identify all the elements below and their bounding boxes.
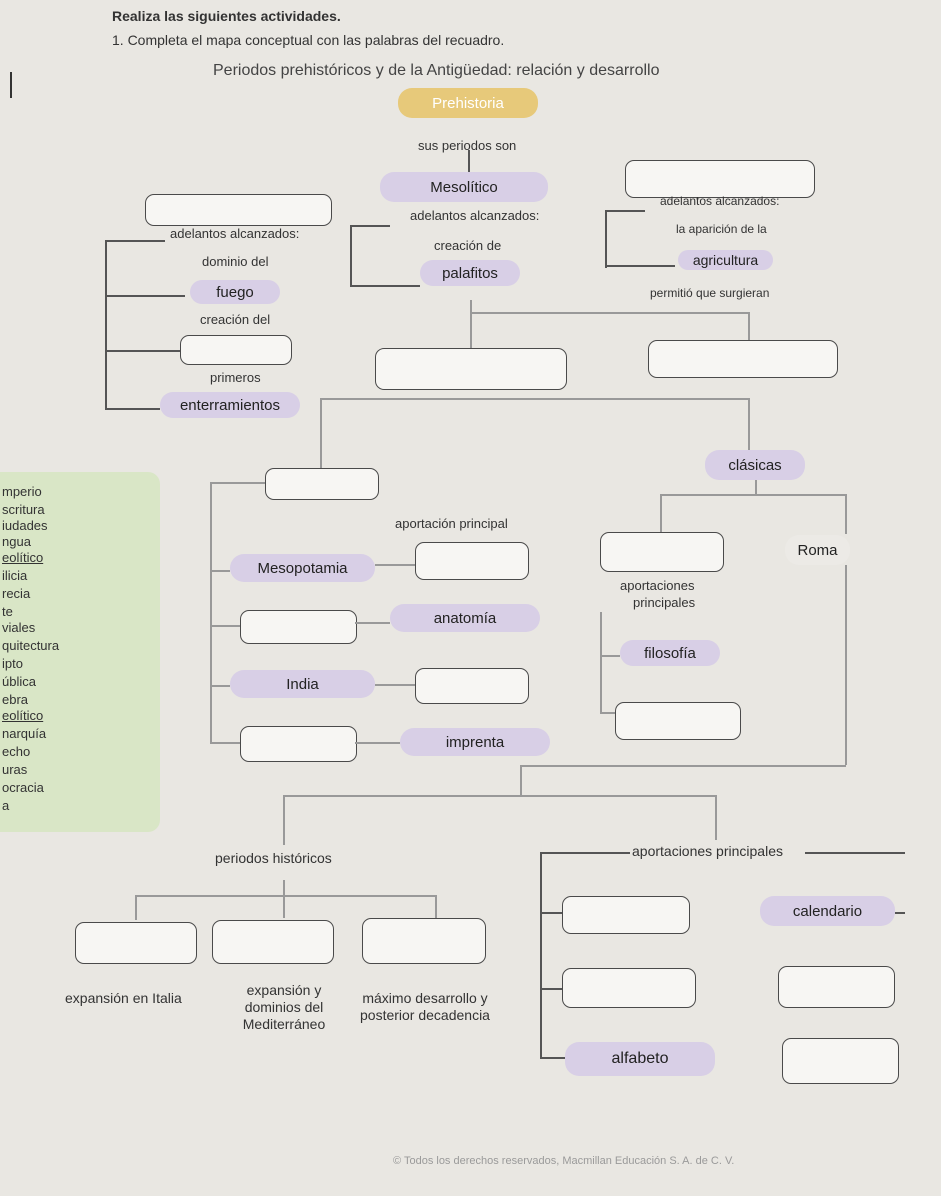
left-item: creación del [200, 312, 271, 327]
imprenta-node: imprenta [400, 728, 550, 756]
anatomia-node: anatomía [390, 604, 540, 632]
blank-china[interactable] [240, 726, 357, 762]
aportaciones-label: aportaciones [620, 578, 695, 593]
word-bank-item: narquía [2, 726, 47, 741]
word-bank-item: mperio [2, 484, 42, 499]
periodo-desc-1: expansión en Italia [65, 990, 182, 1006]
filosofia-node: filosofía [620, 640, 720, 666]
aportacion-label: aportación principal [395, 516, 508, 531]
word-bank-item: ebra [2, 692, 29, 707]
word-bank-item: eolítico [2, 550, 44, 565]
word-bank-item: scritura [2, 502, 45, 517]
mesopotamia-node: Mesopotamia [230, 554, 375, 582]
periodo-desc-2-text: expansión y dominios del Mediterráneo [242, 982, 326, 1032]
clasicas-node: clásicas [705, 450, 805, 480]
center-item: creación de [434, 238, 502, 253]
right-item: permitió que surgieran [650, 286, 770, 300]
right-heading: adelantos alcanzados: [660, 194, 780, 208]
principales-label: principales [633, 595, 696, 610]
blank-grecia[interactable] [600, 532, 724, 572]
alfabeto-node: alfabeto [565, 1042, 715, 1076]
margin-bar [10, 72, 12, 98]
center-heading: adelantos alcanzados: [410, 208, 540, 223]
word-bank-item: eolítico [2, 708, 44, 723]
word-bank: mperio scritura iudades ngua eolítico il… [0, 472, 160, 832]
india-node: India [230, 670, 375, 698]
connector-label: sus periodos son [418, 138, 517, 153]
agricultura-node: agricultura [678, 250, 773, 270]
word-bank-item: ilicia [2, 568, 28, 583]
enterramientos-node: enterramientos [160, 392, 300, 418]
blank-period-right[interactable] [625, 160, 815, 198]
blank-ciudades-right[interactable] [648, 340, 838, 378]
word-bank-item: quitectura [2, 638, 60, 653]
copyright: © Todos los derechos reservados, Macmill… [393, 1155, 735, 1167]
fuego-node: fuego [190, 280, 280, 304]
periodo-desc-2: expansión y dominios del Mediterráneo [228, 982, 340, 1033]
blank-india-aportacion[interactable] [415, 668, 529, 704]
roma-node: Roma [785, 535, 850, 565]
blank-roma-periodo-3[interactable] [362, 918, 486, 964]
blank-roma-periodo-1[interactable] [75, 922, 197, 964]
word-bank-item: iudades [2, 518, 48, 533]
blank-roma-aportacion-4[interactable] [782, 1038, 899, 1084]
blank-mesopotamia-aportacion[interactable] [415, 542, 529, 580]
blank-roma-aportacion-3[interactable] [778, 966, 895, 1008]
map-title: Periodos prehistóricos y de la Antigüeda… [213, 62, 660, 79]
palafitos-node: palafitos [420, 260, 520, 286]
calendario-node: calendario [760, 896, 895, 926]
blank-roma-aportacion-1[interactable] [562, 896, 690, 934]
prehistoria-node: Prehistoria [398, 88, 538, 118]
blank-roma-aportacion-2[interactable] [562, 968, 696, 1008]
left-item: dominio del [202, 254, 269, 269]
blank-left-creation[interactable] [180, 335, 292, 365]
word-bank-item: ocracia [2, 780, 44, 795]
word-bank-item: ipto [2, 656, 23, 671]
word-bank-item: ública [2, 674, 36, 689]
mesolitico-node: Mesolítico [380, 172, 548, 202]
activity-text: 1. Completa el mapa conceptual con las p… [112, 32, 505, 48]
instruction-text: Realiza las siguientes actividades. [112, 8, 341, 24]
word-bank-item: ngua [2, 534, 31, 549]
blank-grecia-aportacion[interactable] [615, 702, 741, 740]
left-item: primeros [210, 370, 261, 385]
periodo-desc-3-text: máximo desarrollo y posterior decadencia [360, 990, 490, 1023]
word-bank-item: a [2, 798, 10, 813]
word-bank-item: te [2, 604, 13, 619]
word-bank-item: uras [2, 762, 28, 777]
right-item: la aparición de la [676, 222, 767, 236]
blank-roma-periodo-2[interactable] [212, 920, 334, 964]
word-bank-item: echo [2, 744, 31, 759]
left-heading: adelantos alcanzados: [170, 226, 300, 241]
blank-period-left[interactable] [145, 194, 332, 226]
aportaciones-principales-label: aportaciones principales [632, 843, 783, 859]
blank-antiguas[interactable] [265, 468, 379, 500]
periodos-label: periodos históricos [215, 850, 332, 866]
word-bank-item: recia [2, 586, 31, 601]
word-bank-item: viales [2, 620, 36, 635]
blank-egipto[interactable] [240, 610, 357, 644]
blank-ciudades-left[interactable] [375, 348, 567, 390]
periodo-desc-3: máximo desarrollo y posterior decadencia [350, 990, 500, 1024]
